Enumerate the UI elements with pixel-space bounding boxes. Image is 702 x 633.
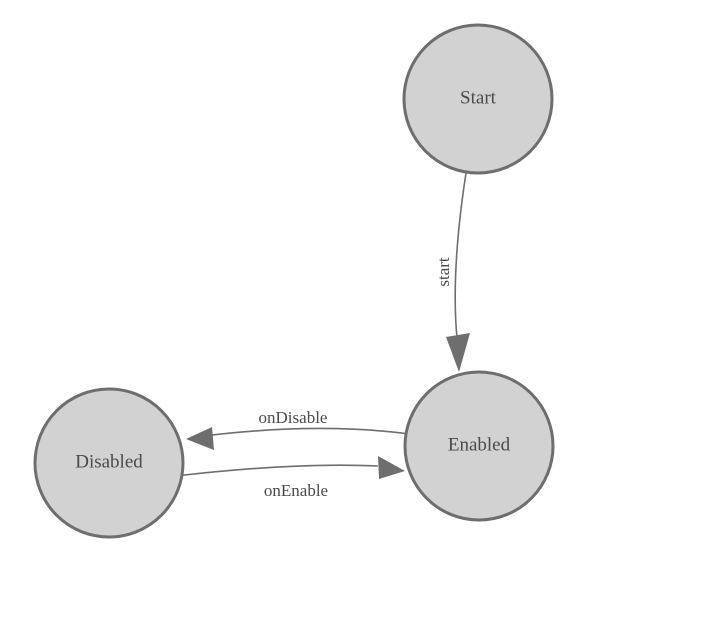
edge-path-disabled-to-enabled	[175, 464, 379, 477]
state-node-start[interactable]: Start	[402, 23, 554, 175]
edge-label-on-disable: onDisable	[259, 408, 328, 427]
state-node-start-circle	[402, 23, 554, 175]
state-node-enabled-label: Enabled	[448, 434, 511, 455]
edge-enabled-to-disabled[interactable]	[186, 427, 411, 450]
state-node-disabled-circle	[33, 387, 185, 539]
arrowhead-disabled-to-enabled	[378, 456, 405, 479]
arrowhead-enabled-to-disabled	[186, 427, 214, 450]
state-node-disabled-label: Disabled	[75, 451, 143, 472]
edge-start-to-enabled[interactable]	[446, 172, 470, 372]
state-node-enabled-circle	[403, 370, 555, 522]
edge-label-on-enable: onEnable	[264, 481, 328, 500]
state-node-disabled[interactable]: Disabled	[33, 387, 185, 539]
edge-label-start: start	[434, 257, 453, 287]
state-node-start-label: Start	[460, 87, 497, 108]
edge-path-enabled-to-disabled	[195, 427, 411, 438]
state-node-enabled[interactable]: Enabled	[403, 370, 555, 522]
edge-path-start-to-enabled	[454, 172, 467, 339]
edge-disabled-to-enabled[interactable]	[175, 456, 405, 479]
arrowhead-start-to-enabled	[446, 333, 470, 372]
